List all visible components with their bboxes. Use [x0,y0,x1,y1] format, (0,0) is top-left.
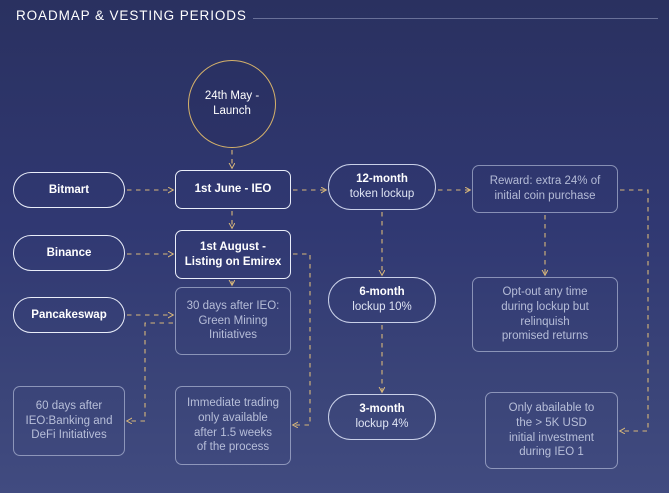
edge-green-to-sixtydays [127,322,173,421]
node-immediate-line1: Immediate trading [186,396,280,409]
node-binance[interactable]: Binance [13,235,125,271]
node-launch-line1: 24th May - [204,90,260,103]
node-pancakeswap[interactable]: Pancakeswap [13,297,125,333]
node-green-line3: Initiatives [209,329,257,342]
node-60-days-after-ieo[interactable]: 60 days after IEO:Banking and DeFi Initi… [13,386,125,456]
node-listing-line2: Listing on Emirex [184,255,282,268]
node-bitmart-label: Bitmart [48,183,90,196]
node-lock6-line1: 6-month [359,286,405,299]
node-launch-line2: Launch [213,105,251,117]
node-green-line2: Green Mining [198,314,268,327]
node-1st-june-ieo[interactable]: 1st June - IEO [175,170,291,209]
node-ieo-label: 1st June - IEO [194,183,272,196]
node-immediate-line3: after 1.5 weeks [194,426,272,439]
node-6-month-lockup[interactable]: 6-month lockup 10% [328,277,436,323]
node-optout-line2: during lockup but [501,300,589,313]
node-60days-line3: DeFi Initiatives [31,429,107,442]
node-optout-line4: promised returns [501,330,589,343]
node-only-available-5k-usd[interactable]: Only abailable to the > 5K USD initial i… [485,392,618,469]
node-optout-line1: Opt-out any time [502,285,588,298]
node-reward-line2: initial coin purchase [494,190,596,202]
node-only5k-line1: Only abailable to [508,401,595,414]
node-launch[interactable]: 24th May - Launch [188,60,276,148]
node-lock3-line1: 3-month [359,403,405,416]
node-reward-extra-24[interactable]: Reward: extra 24% of initial coin purcha… [472,165,618,213]
header-divider [253,18,658,19]
node-pancakeswap-label: Pancakeswap [31,308,107,321]
node-bitmart[interactable]: Bitmart [13,172,125,208]
edge-listing-to-immediate [293,253,311,425]
edge-reward-to-only5k [620,189,649,431]
node-only5k-line2: the > 5K USD [516,416,587,429]
node-optout-line3: relinquish [520,315,570,328]
node-1st-august-listing[interactable]: 1st August - Listing on Emirex [175,230,291,279]
node-only5k-line3: initial investment [508,431,594,444]
node-immediate-line4: of the process [196,441,270,454]
node-opt-out-any-time[interactable]: Opt-out any time during lockup but relin… [472,277,618,352]
node-12-month-lockup[interactable]: 12-month token lockup [328,164,436,210]
node-lock12-line1: 12-month [356,173,408,186]
node-green-mining-initiatives[interactable]: 30 days after IEO: Green Mining Initiati… [175,287,291,355]
node-green-line1: 30 days after IEO: [186,299,280,312]
node-immediate-line2: only available [198,411,268,424]
node-immediate-trading[interactable]: Immediate trading only available after 1… [175,386,291,465]
node-binance-label: Binance [46,246,92,259]
node-only5k-line4: during IEO 1 [519,446,584,459]
node-lock6-line2: lockup 10% [352,301,412,313]
node-60days-line2: IEO:Banking and [25,414,113,427]
page-title: ROADMAP & VESTING PERIODS [16,8,247,23]
node-reward-line1: Reward: extra 24% of [489,175,601,188]
node-lock12-line2: token lockup [349,188,415,200]
node-lock3-line2: lockup 4% [355,418,409,430]
node-3-month-lockup[interactable]: 3-month lockup 4% [328,394,436,440]
node-listing-line1: 1st August - [199,240,267,253]
node-60days-line1: 60 days after [35,399,103,412]
